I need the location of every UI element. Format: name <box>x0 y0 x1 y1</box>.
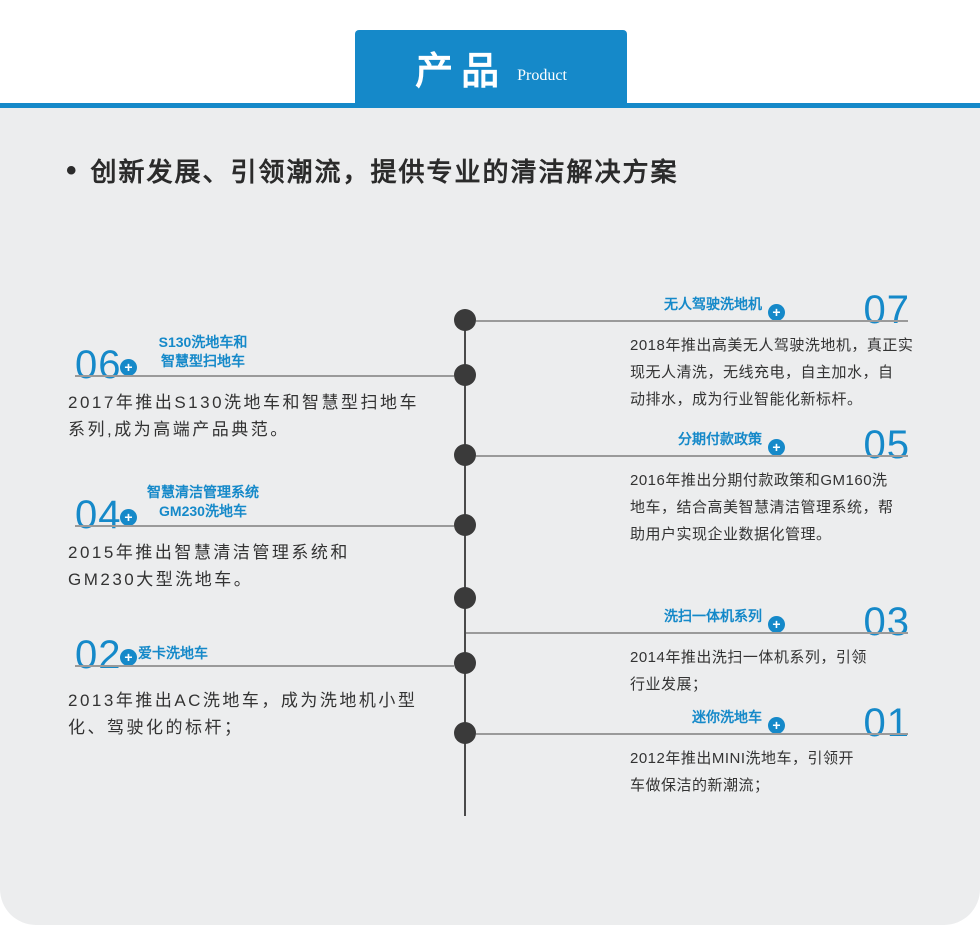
plus-icon: + <box>768 304 785 321</box>
plus-icon: + <box>768 439 785 456</box>
plus-icon: + <box>768 717 785 734</box>
timeline-dot <box>454 587 476 609</box>
timeline-item-description: 2018年推出高美无人驾驶洗地机，真正实 现无人清洗，无线充电，自主加水，自 动… <box>630 337 914 408</box>
timeline-item-label: 无人驾驶洗地机 <box>664 296 762 312</box>
timeline-dot <box>454 652 476 674</box>
timeline-item-description: 2015年推出智慧清洁管理系统和 GM230大型洗地车。 <box>68 543 350 589</box>
page-heading: • 创新发展、引领潮流，提供专业的清洁解决方案 <box>66 152 679 189</box>
timeline-connector <box>75 525 454 527</box>
timeline-item-label: S130洗地车和 智慧型扫地车 <box>158 334 248 369</box>
plus-icon: + <box>120 509 137 526</box>
timeline-connector <box>476 320 908 322</box>
bullet-icon: • <box>66 153 79 187</box>
section-title: 产品 <box>415 51 508 93</box>
timeline-connector <box>476 733 908 735</box>
content-panel <box>0 107 980 925</box>
timeline-connector <box>75 375 454 377</box>
timeline-item-label: 分期付款政策 <box>678 431 762 447</box>
timeline-dot <box>454 722 476 744</box>
timeline-item-label: 迷你洗地车 <box>692 709 762 725</box>
timeline-item-number: 02 <box>75 633 122 677</box>
timeline-dot <box>454 309 476 331</box>
timeline-item-number: 04 <box>75 493 122 537</box>
timeline-item-number: 03 <box>863 600 910 644</box>
timeline-axis <box>464 320 466 816</box>
header-tab: 产品 Product <box>355 30 627 105</box>
timeline-item-description: 2017年推出S130洗地车和智慧型扫地车 系列,成为高端产品典范。 <box>68 393 420 439</box>
timeline-item-description: 2012年推出MINI洗地车，引领开 车做保洁的新潮流； <box>630 750 855 794</box>
timeline-item-label: 洗扫一体机系列 <box>664 608 762 624</box>
timeline-item-number: 01 <box>863 701 910 745</box>
timeline-item-description: 2016年推出分期付款政策和GM160洗 地车，结合高美智慧清洁管理系统，帮 助… <box>630 472 894 543</box>
timeline-dot <box>454 514 476 536</box>
timeline-item-label: 爱卡洗地车 <box>138 645 208 661</box>
plus-icon: + <box>120 359 137 376</box>
timeline-connector <box>466 632 908 634</box>
timeline-item-description: 2013年推出AC洗地车，成为洗地机小型 化、驾驶化的标杆； <box>68 691 418 737</box>
timeline-dot <box>454 444 476 466</box>
timeline-connector <box>75 665 454 667</box>
blue-divider <box>0 103 980 108</box>
timeline-dot <box>454 364 476 386</box>
section-subtitle: Product <box>517 66 567 84</box>
timeline-item-number: 06 <box>75 343 122 387</box>
timeline-item-number: 05 <box>863 423 910 467</box>
plus-icon: + <box>120 649 137 666</box>
plus-icon: + <box>768 616 785 633</box>
page-heading-text: 创新发展、引领潮流，提供专业的清洁解决方案 <box>90 157 679 187</box>
timeline-item-description: 2014年推出洗扫一体机系列，引领 行业发展； <box>630 649 867 693</box>
timeline-item-label: 智慧清洁管理系统 GM230洗地车 <box>147 484 259 519</box>
timeline-connector <box>476 455 908 457</box>
timeline-item-number: 07 <box>863 288 910 332</box>
